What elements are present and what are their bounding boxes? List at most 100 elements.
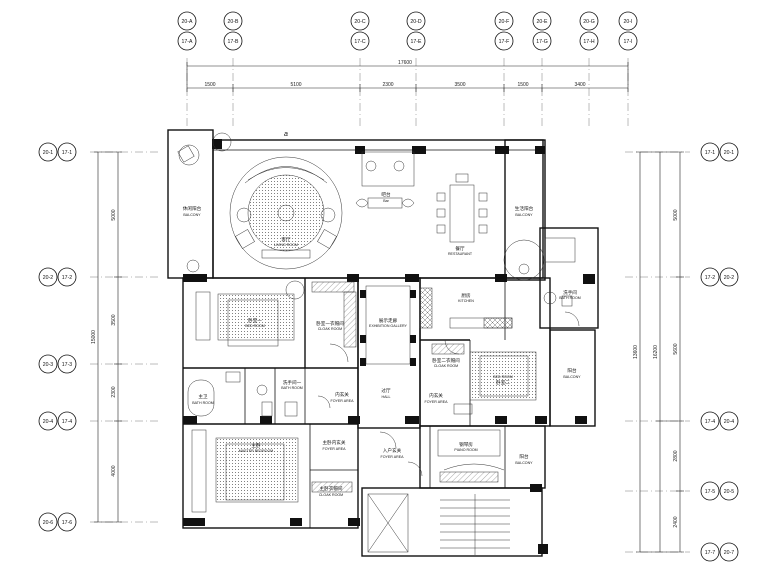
gallery-furniture xyxy=(360,285,416,366)
dimension-right: 16200 13600 5000 5600 2800 2400 xyxy=(633,151,684,553)
axis-bubble: 17-4 20-4 xyxy=(700,411,739,431)
axis-bubble: 20-C17-C xyxy=(350,11,370,51)
svg-text:20-I: 20-I xyxy=(624,19,633,25)
axis-bubble: 20-E17-G xyxy=(532,11,552,51)
room-label-en: EXHIBITION GALLERY xyxy=(369,324,407,328)
room-label-en: RESTAURANT xyxy=(448,252,473,256)
room-label: 内玄关 xyxy=(335,391,349,398)
svg-text:17-E: 17-E xyxy=(411,39,422,45)
svg-text:20-E: 20-E xyxy=(537,19,548,25)
dim-right-seg: 5000 xyxy=(673,209,679,220)
bedroom2-furniture xyxy=(431,343,537,415)
room-label-en: Bar xyxy=(383,199,389,203)
room-label-en: PIANO ROOM xyxy=(454,448,477,452)
room-label-en: CLOAK ROOM xyxy=(318,327,342,331)
dimension-top: 17600 1500 5100 2300 3500 1500 3400 xyxy=(186,60,629,92)
interior-walls xyxy=(183,277,506,528)
svg-text:17-1: 17-1 xyxy=(62,150,72,156)
svg-text:17-3: 17-3 xyxy=(62,362,72,368)
svg-text:17-C: 17-C xyxy=(354,39,365,45)
section-marker: a xyxy=(284,131,288,138)
svg-text:17-6: 17-6 xyxy=(62,520,72,526)
svg-text:17-4: 17-4 xyxy=(705,419,715,425)
svg-text:20-1: 20-1 xyxy=(43,150,53,156)
svg-text:20-1: 20-1 xyxy=(724,150,734,156)
room-label: 入户玄关 xyxy=(383,447,402,454)
room-label: 钢琴房 xyxy=(459,441,473,448)
room-label-en: BATH ROOM xyxy=(192,401,214,405)
svg-text:17-H: 17-H xyxy=(583,39,594,45)
svg-text:17-2: 17-2 xyxy=(705,275,715,281)
svg-text:20-B: 20-B xyxy=(228,19,239,25)
axis-bubble: 17-1 20-1 xyxy=(700,142,739,162)
master-bed-furniture xyxy=(191,429,353,513)
svg-text:20-2: 20-2 xyxy=(724,275,734,281)
room-label-en: BATH ROOM xyxy=(281,386,303,390)
svg-text:20-4: 20-4 xyxy=(724,419,734,425)
room-label-en: HALL xyxy=(382,395,391,399)
axis-bubble: 20-F17-F xyxy=(494,11,514,51)
cloak1-hatch xyxy=(311,281,357,348)
svg-text:17-F: 17-F xyxy=(499,39,510,45)
axis-bubble: 17-2 20-2 xyxy=(700,267,739,287)
room-label: 吧台 xyxy=(381,191,391,198)
axis-bubble: 20-4 17-4 xyxy=(38,411,77,431)
axis-bubble: 20-B17-B xyxy=(223,11,243,51)
dim-left-seg: 2300 xyxy=(111,386,117,397)
balcony-west-furniture xyxy=(177,132,232,273)
structural-columns xyxy=(183,139,595,554)
dim-top-seg: 5100 xyxy=(290,82,301,88)
room-label: 卧室一 xyxy=(248,317,262,324)
room-label: 展示走廊 xyxy=(379,317,398,324)
bedroom1-furniture xyxy=(195,280,305,347)
axis-bubble: 20-1 17-1 xyxy=(38,142,77,162)
room-label: 阳台 xyxy=(519,453,529,460)
axis-bubbles-top: 20-A17-A 20-B17-B 20-C17-C 20-D 17-E 20-F… xyxy=(177,11,638,51)
room-label-en: MASTER BEDROOM xyxy=(239,449,274,453)
svg-text:17-5: 17-5 xyxy=(705,489,715,495)
svg-text:20-4: 20-4 xyxy=(43,419,53,425)
dim-right-seg: 2400 xyxy=(673,516,679,527)
room-label-en: BALCONY xyxy=(515,213,533,217)
dim-top-seg: 3400 xyxy=(574,82,585,88)
door-swings xyxy=(317,311,580,477)
living-furniture xyxy=(229,156,343,270)
room-label-en: BED ROOM xyxy=(245,324,265,328)
room-label: 厨房 xyxy=(461,292,471,299)
room-label: 洗手间一 xyxy=(283,379,302,386)
room-label-en: KITCHEN xyxy=(458,299,474,303)
axis-bubble: 20-D 17-E xyxy=(406,11,426,51)
svg-text:17-2: 17-2 xyxy=(62,275,72,281)
svg-text:17-4: 17-4 xyxy=(62,419,72,425)
dim-top-seg: 1500 xyxy=(204,82,215,88)
svg-text:20-6: 20-6 xyxy=(43,520,53,526)
room-label-en: CLOAK ROOM xyxy=(434,364,458,368)
room-label: 卧室一衣帽间 xyxy=(316,320,344,327)
room-label-en: FOYER AREA xyxy=(381,455,405,459)
dim-left-seg: 4000 xyxy=(111,465,117,476)
room-label-en: BATH ROOM xyxy=(559,296,581,300)
room-label-en: LIVING ROOM xyxy=(274,243,298,247)
kitchen-furniture xyxy=(419,287,513,329)
axis-bubble: 20-A17-A xyxy=(177,11,197,51)
master-bath-fixtures xyxy=(187,371,298,417)
room-label: 卧室二 xyxy=(496,379,510,386)
dim-right-total: 16200 xyxy=(653,345,659,359)
restaurant-furniture xyxy=(436,173,488,243)
svg-text:17-A: 17-A xyxy=(182,39,193,45)
dim-top-seg: 3500 xyxy=(454,82,465,88)
svg-text:17-1: 17-1 xyxy=(705,150,715,156)
svg-text:20-D: 20-D xyxy=(410,19,421,25)
room-label: 餐厅 xyxy=(455,245,465,252)
room-label: 卧室二衣帽间 xyxy=(432,357,460,364)
svg-text:20-2: 20-2 xyxy=(43,275,53,281)
room-label: 主卧衣帽间 xyxy=(320,485,343,492)
svg-text:20-7: 20-7 xyxy=(724,550,734,556)
room-label: 过厅 xyxy=(381,387,391,394)
dim-right-seg: 5600 xyxy=(673,343,679,354)
dim-left-seg: 5000 xyxy=(111,209,117,220)
